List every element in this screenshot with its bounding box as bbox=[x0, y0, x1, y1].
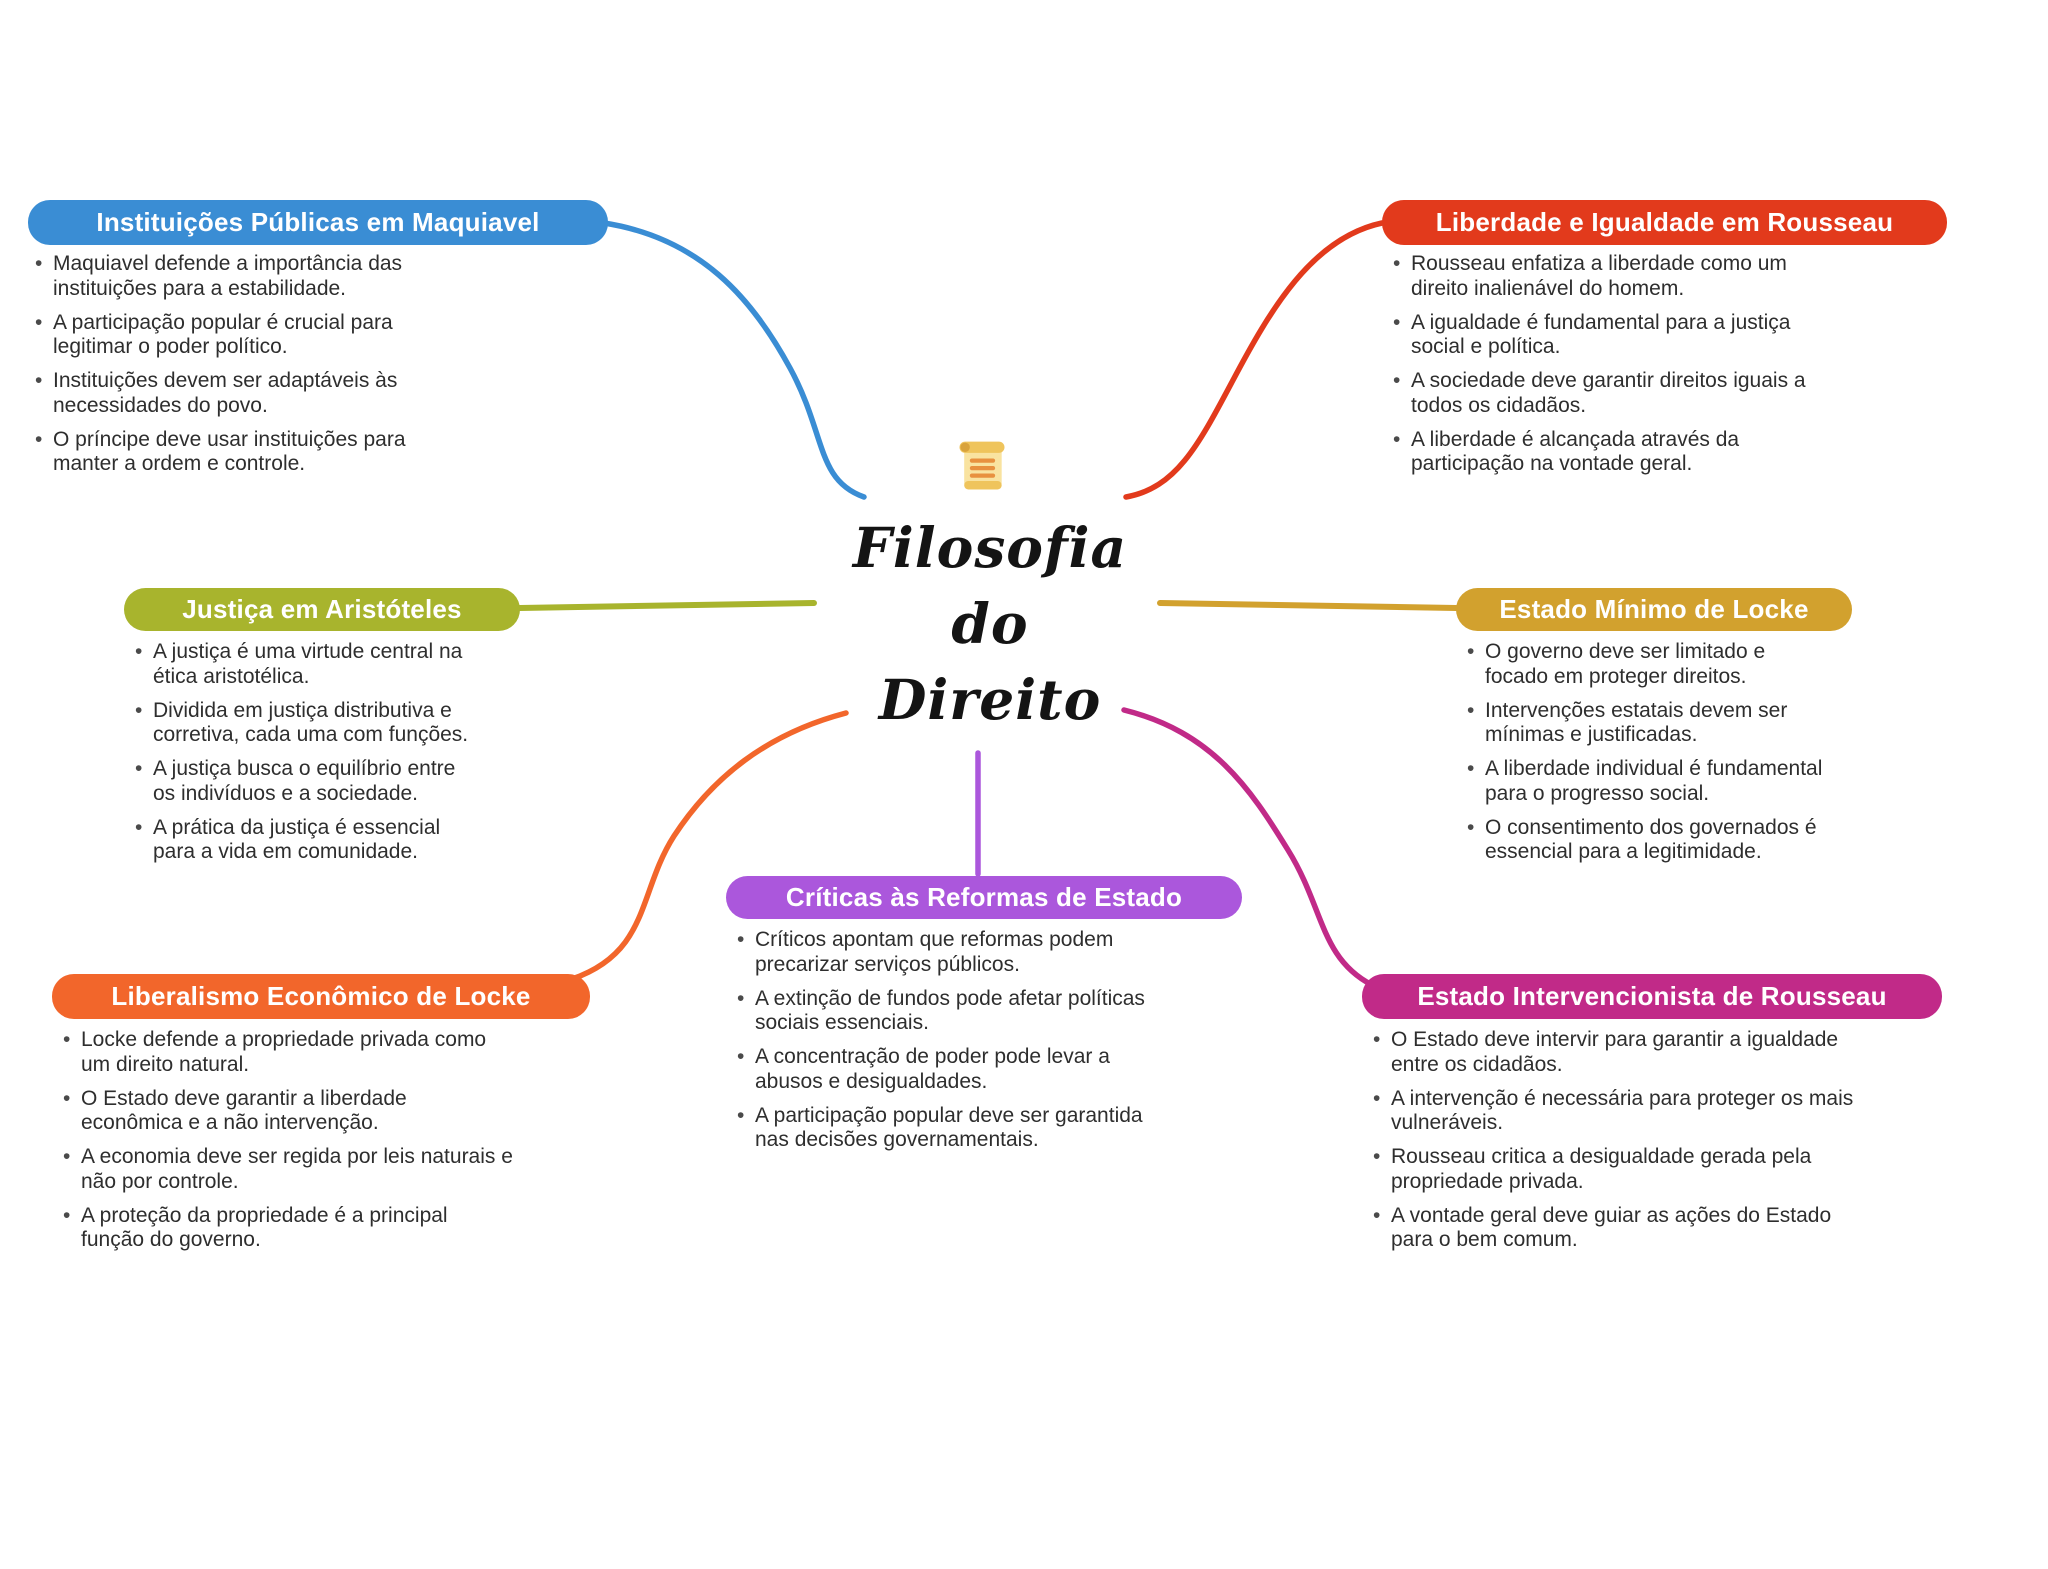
bullet-item: Intervenções estatais devem ser mínimas … bbox=[1462, 699, 1834, 749]
branch-bullets-intervencionista: O Estado deve intervir para garantir a i… bbox=[1368, 1028, 1868, 1262]
central-topic-line: Filosofia bbox=[852, 515, 1128, 580]
branch-bullets-maquiavel: Maquiavel defende a importância das inst… bbox=[30, 252, 455, 486]
bullet-item: A intervenção é necessária para proteger… bbox=[1368, 1087, 1868, 1137]
bullet-item: Rousseau critica a desigualdade gerada p… bbox=[1368, 1145, 1868, 1195]
connector-aristoteles bbox=[517, 600, 817, 611]
branch-header-estado-minimo: Estado Mínimo de Locke bbox=[1456, 588, 1852, 631]
bullet-item: Locke defende a propriedade privada como… bbox=[58, 1028, 513, 1078]
branch-bullets-aristoteles: A justiça é uma virtude central na ética… bbox=[130, 640, 470, 874]
bullet-item: A extinção de fundos pode afetar polític… bbox=[732, 987, 1177, 1037]
branch-bullets-rousseau-liberdade: Rousseau enfatiza a liberdade como um di… bbox=[1388, 252, 1828, 486]
bullet-item: O Estado deve intervir para garantir a i… bbox=[1368, 1028, 1868, 1078]
bullet-item: A participação popular deve ser garantid… bbox=[732, 1104, 1177, 1154]
branch-bullets-criticas: Críticos apontam que reformas podem prec… bbox=[732, 928, 1177, 1162]
bullet-item: A economia deve ser regida por leis natu… bbox=[58, 1145, 513, 1195]
branch-bullets-estado-minimo: O governo deve ser limitado e focado em … bbox=[1462, 640, 1834, 874]
branch-header-aristoteles: Justiça em Aristóteles bbox=[124, 588, 520, 631]
bullet-item: A prática da justiça é essencial para a … bbox=[130, 816, 470, 866]
bullet-item: O Estado deve garantir a liberdade econô… bbox=[58, 1087, 513, 1137]
bullet-item: A participação popular é crucial para le… bbox=[30, 311, 455, 361]
branch-header-maquiavel: Instituições Públicas em Maquiavel bbox=[28, 200, 608, 245]
bullet-item: Rousseau enfatiza a liberdade como um di… bbox=[1388, 252, 1828, 302]
bullet-item: A vontade geral deve guiar as ações do E… bbox=[1368, 1204, 1868, 1254]
connector-estado-minimo bbox=[1157, 600, 1459, 611]
branch-header-criticas: Críticas às Reformas de Estado bbox=[726, 876, 1242, 919]
bullet-item: O consentimento dos governados é essenci… bbox=[1462, 816, 1834, 866]
bullet-item: Instituições devem ser adaptáveis às nec… bbox=[30, 369, 455, 419]
branch-header-liberalismo: Liberalismo Econômico de Locke bbox=[52, 974, 590, 1019]
branch-header-rousseau-liberdade: Liberdade e Igualdade em Rousseau bbox=[1382, 200, 1947, 245]
bullet-item: A liberdade individual é fundamental par… bbox=[1462, 757, 1834, 807]
bullet-item: O governo deve ser limitado e focado em … bbox=[1462, 640, 1834, 690]
bullet-item: Críticos apontam que reformas podem prec… bbox=[732, 928, 1177, 978]
branch-header-intervencionista: Estado Intervencionista de Rousseau bbox=[1362, 974, 1942, 1019]
bullet-item: Maquiavel defende a importância das inst… bbox=[30, 252, 455, 302]
connector-maquiavel bbox=[601, 220, 867, 500]
connector-intervencionista bbox=[1121, 707, 1375, 988]
bullet-item: A igualdade é fundamental para a justiça… bbox=[1388, 311, 1828, 361]
connector-liberalismo bbox=[569, 710, 849, 982]
branch-bullets-liberalismo: Locke defende a propriedade privada como… bbox=[58, 1028, 513, 1262]
bullet-item: A sociedade deve garantir direitos iguai… bbox=[1388, 369, 1828, 419]
central-topic: Filosofia do Direito bbox=[810, 510, 1170, 738]
bullet-item: O príncipe deve usar instituições para m… bbox=[30, 428, 455, 478]
connector-rousseau-liberdade bbox=[1123, 220, 1385, 500]
bullet-item: A liberdade é alcançada através da parti… bbox=[1388, 428, 1828, 478]
central-topic-line: Direito bbox=[878, 667, 1102, 732]
bullet-item: A concentração de poder pode levar a abu… bbox=[732, 1045, 1177, 1095]
bullet-item: A justiça busca o equilíbrio entre os in… bbox=[130, 757, 470, 807]
bullet-item: Dividida em justiça distributiva e corre… bbox=[130, 699, 470, 749]
bullet-item: A proteção da propriedade é a principal … bbox=[58, 1204, 513, 1254]
bullet-item: A justiça é uma virtude central na ética… bbox=[130, 640, 470, 690]
central-topic-line: do bbox=[951, 591, 1029, 656]
scroll-icon bbox=[952, 436, 1012, 496]
